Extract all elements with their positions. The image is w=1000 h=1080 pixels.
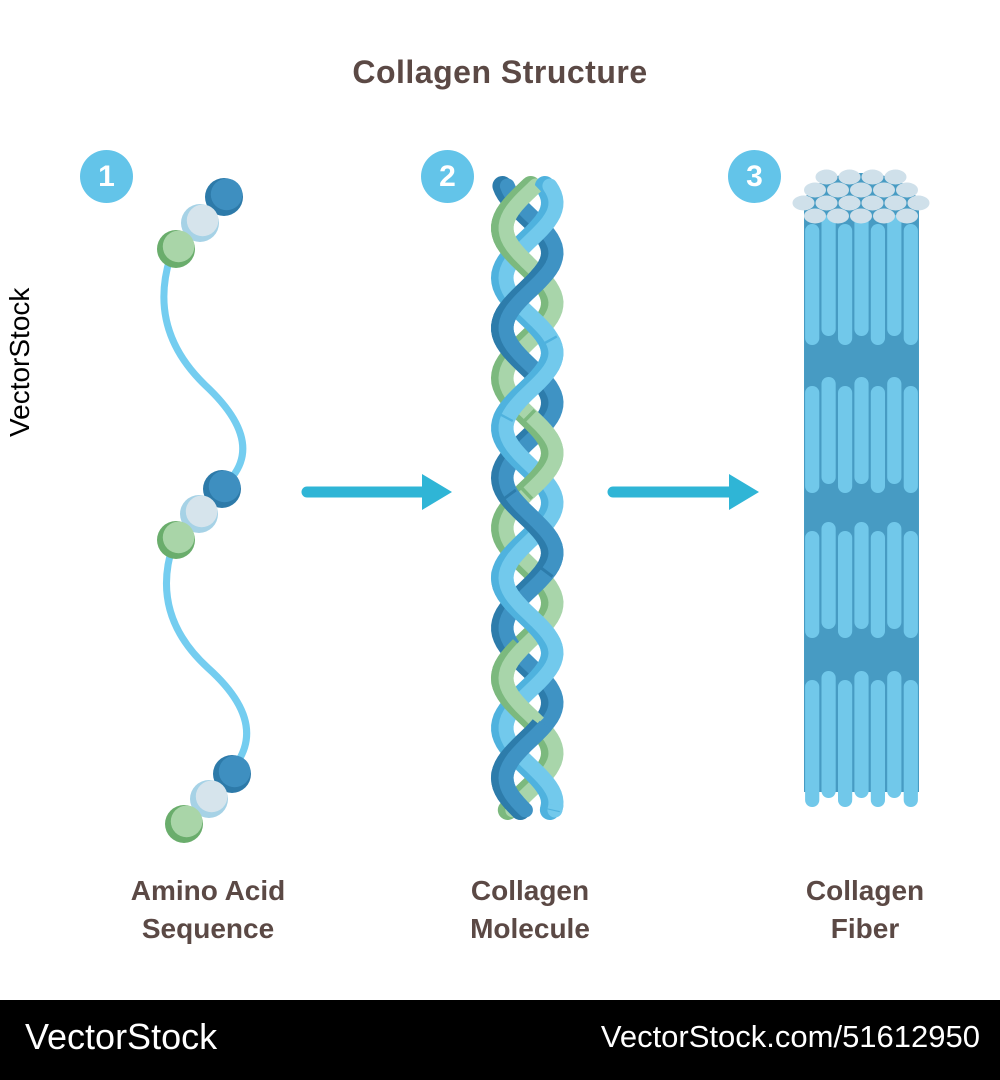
fibril-rod — [903, 531, 918, 638]
watermark-bar-url: VectorStock.com/51612950 — [600, 1019, 980, 1054]
amino-acid-chain — [157, 178, 251, 843]
fibril-rod — [854, 215, 869, 336]
fibril-end — [896, 208, 918, 224]
step-2-number: 2 — [439, 159, 456, 193]
step-3-label: Collagen Fiber — [805, 875, 925, 944]
collagen-fiber-bundle — [792, 169, 930, 807]
fibril-rod — [870, 531, 885, 638]
fibril-end — [850, 208, 872, 224]
fibril-rod — [854, 377, 869, 484]
step-2-label: Collagen Molecule — [470, 875, 590, 944]
fibril-end — [907, 195, 930, 211]
fibril-end — [896, 182, 918, 198]
fibril-rod — [821, 215, 836, 336]
step-3-badge: 3 — [728, 150, 781, 203]
fibril-rod — [838, 680, 853, 807]
fibril-rod — [887, 522, 902, 629]
step-1-label: Amino Acid Sequence — [130, 875, 286, 944]
fibril-end — [884, 195, 907, 211]
fibril-end — [873, 208, 895, 224]
fibril-end — [838, 169, 861, 185]
fibril-end — [838, 195, 861, 211]
fibril-rod — [870, 386, 885, 493]
fibril-end — [873, 182, 895, 198]
fibril-end — [815, 195, 838, 211]
fibril-rod — [821, 377, 836, 484]
fibril-rod — [821, 671, 836, 798]
fibril-rod — [805, 680, 820, 807]
fibril-end — [792, 195, 815, 211]
arrow-right-icon — [301, 474, 452, 510]
step-1-number: 1 — [98, 159, 115, 193]
fibril-end — [827, 182, 849, 198]
step-2-badge: 2 — [421, 150, 474, 203]
fibril-rod — [870, 224, 885, 345]
fibril-end — [815, 169, 838, 185]
fibril-end — [804, 182, 826, 198]
collagen-molecule-helix — [490, 176, 564, 820]
fibril-rod — [903, 386, 918, 493]
fibril-end — [861, 169, 884, 185]
arrow-right-icon — [607, 474, 759, 510]
fibril-rod — [870, 680, 885, 807]
fibril-end — [804, 208, 826, 224]
fibril-rod — [805, 224, 820, 345]
fibril-end — [850, 182, 872, 198]
fibril-rod — [805, 386, 820, 493]
fibril-rod — [887, 671, 902, 798]
fibril-rod — [854, 522, 869, 629]
fibril-rod — [887, 377, 902, 484]
fibril-rod — [903, 224, 918, 345]
fibril-rod — [838, 386, 853, 493]
fibril-rod — [854, 671, 869, 798]
fibril-rod — [821, 522, 836, 629]
fibril-rod — [887, 215, 902, 336]
watermark-bar-brand: VectorStock — [25, 1016, 218, 1057]
watermark-side-text: VectorStock — [4, 287, 35, 437]
step-1-badge: 1 — [80, 150, 133, 203]
fibril-end — [861, 195, 884, 211]
diagram-title: Collagen Structure — [352, 54, 648, 90]
fibril-end — [884, 169, 907, 185]
fibril-rod — [838, 224, 853, 345]
fibril-rod — [805, 531, 820, 638]
watermark-bar: VectorStock VectorStock.com/51612950 — [0, 1000, 1000, 1080]
step-3-number: 3 — [746, 159, 763, 193]
fibril-rod — [838, 531, 853, 638]
fibril-end — [827, 208, 849, 224]
fibril-rod — [903, 680, 918, 807]
